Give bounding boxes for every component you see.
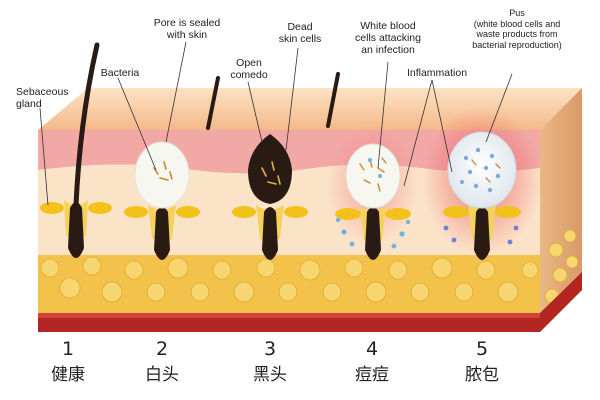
follicle-healthy — [40, 200, 112, 258]
stage-name: 健康 — [51, 365, 85, 385]
label-dead-skin-cells: Dead skin cells — [278, 21, 322, 45]
muscle-layer-top — [38, 313, 540, 318]
follicle-pustule — [422, 106, 542, 260]
stage-number: 4 — [365, 338, 379, 360]
stage-pimple: 4 痘痘 — [342, 338, 402, 386]
label-white-blood-cells: White blood cells attacking an infection — [355, 20, 421, 56]
stage-number: 2 — [155, 338, 169, 360]
stage-number: 3 — [263, 338, 277, 360]
follicle-pimple — [326, 125, 418, 260]
skin-side-face — [540, 88, 582, 332]
stage-healthy: 1 健康 — [38, 338, 98, 386]
follicle-whitehead — [124, 141, 200, 260]
skin-surface — [38, 88, 582, 130]
stage-blackhead: 3 黑头 — [240, 338, 300, 386]
label-inflammation: Inflammation — [406, 67, 468, 79]
stage-name: 白头 — [145, 365, 179, 385]
label-open-comedo: Open comedo — [230, 57, 268, 81]
stage-number: 1 — [61, 338, 75, 360]
stage-name: 黑头 — [253, 365, 287, 385]
stage-name: 脓包 — [465, 365, 499, 385]
hair-strands — [73, 42, 340, 208]
fat-cells — [40, 229, 579, 304]
label-pore-sealed: Pore is sealed with skin — [153, 17, 221, 41]
stage-pustule: 5 脓包 — [452, 338, 512, 386]
stage-whitehead: 2 白头 — [132, 338, 192, 386]
leader-lines — [39, 41, 513, 206]
follicle-blackhead — [232, 134, 308, 260]
label-bacteria: Bacteria — [100, 67, 140, 79]
stage-name: 痘痘 — [355, 365, 389, 385]
label-pus: Pus (white blood cells and waste product… — [472, 8, 562, 50]
stage-number: 5 — [475, 338, 489, 360]
label-sebaceous-gland: Sebaceous gland — [16, 86, 69, 110]
